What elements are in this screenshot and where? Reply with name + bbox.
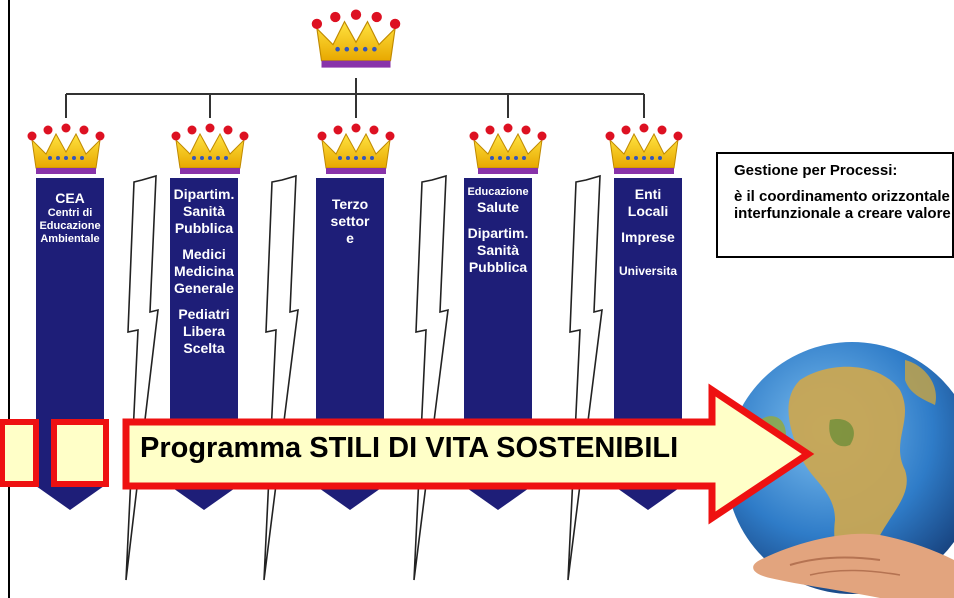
banner-line: Terzo (331, 196, 369, 212)
banner-line: Pubblica (174, 220, 234, 236)
lightning-bolt-icon (263, 174, 299, 581)
banner-line: Imprese (621, 229, 675, 245)
crown-icon (27, 123, 105, 174)
banner-line: Educazione (467, 186, 529, 198)
program-arrow (122, 383, 815, 525)
banner-line: Centri di (47, 207, 93, 219)
lightning-bolt-icon (413, 174, 449, 581)
banner-line: Salute (476, 199, 519, 215)
left-border (8, 0, 10, 598)
partial-box-mid (51, 419, 109, 487)
banner-line (164, 297, 244, 306)
banner-line: Ambientale (40, 233, 100, 245)
crown-icon (311, 9, 401, 68)
banner-line: Libera (182, 323, 225, 339)
banner-line: e (346, 230, 354, 246)
banner-line: Pubblica (468, 259, 528, 275)
hands-icon (753, 533, 954, 598)
banner-line: Scelta (183, 340, 225, 356)
crown-icon (469, 123, 547, 174)
banner-line (608, 220, 688, 229)
banner-line (608, 255, 688, 264)
banner-line: Medicina (174, 263, 234, 279)
banner-line: Educazione (39, 220, 101, 232)
banner-line: settor (330, 213, 370, 229)
banner-line: Locali (627, 203, 669, 219)
banner-line: Generale (174, 280, 234, 296)
lightning-bolts (125, 174, 603, 581)
banner-line: Dipartim. (467, 225, 529, 241)
banner-line: Pediatri (178, 306, 230, 322)
partial-box-left (0, 419, 39, 487)
lightning-bolt-icon (567, 174, 603, 581)
callout-body: è il coordinamento orizzontale interfunz… (734, 188, 951, 222)
banner-line: Dipartim. (173, 186, 235, 202)
banner-line: Sanità (182, 203, 225, 219)
program-label: Programma STILI DI VITA SOSTENIBILI (140, 432, 679, 464)
lightning-bolt-icon (125, 174, 159, 581)
banner-line: Enti (634, 186, 662, 202)
banner-line: Universita (618, 264, 678, 278)
crown-icon (605, 123, 683, 174)
process-callout: Gestione per Processi: è il coordinament… (716, 152, 954, 258)
callout-title: Gestione per Processi: (734, 162, 898, 179)
banner-line: CEA (55, 190, 85, 206)
banner-line: Sanità (476, 242, 519, 258)
banner-line (458, 216, 538, 225)
banner-line (608, 246, 688, 255)
connector-lines (65, 78, 645, 118)
crown-icon (171, 123, 249, 174)
banner-line (164, 237, 244, 246)
crown-icon (317, 123, 395, 174)
banner-line: Medici (182, 246, 226, 262)
